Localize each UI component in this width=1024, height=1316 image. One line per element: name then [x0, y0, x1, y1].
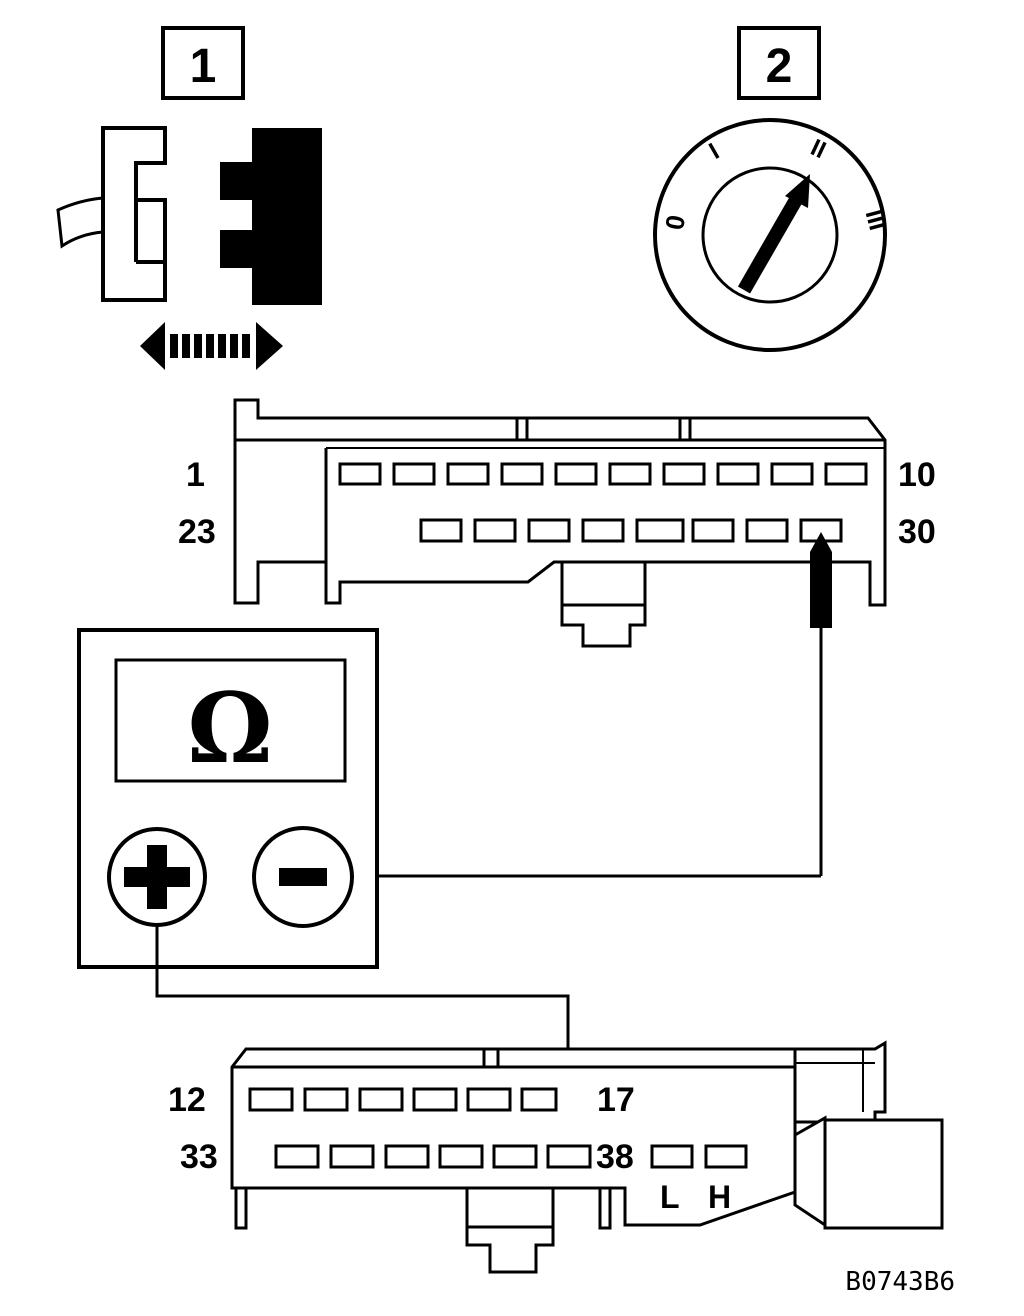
lower-row2-start-label: 33 [180, 1138, 218, 1176]
upper-row1-start-label: 1 [186, 456, 205, 494]
lower-row2-end-label: 38 [596, 1138, 634, 1176]
connector-disconnect-icon [56, 126, 322, 370]
ignition-key-arrow-icon [737, 174, 810, 294]
ignition-switch-icon: 0 I II III [653, 118, 891, 352]
step-2-box: 2 [737, 26, 821, 100]
ignition-position-0: 0 [659, 213, 691, 232]
lower-pin-row-2 [274, 1144, 748, 1169]
lower-row1-start-label: 12 [168, 1081, 206, 1119]
lower-pin-row-1 [248, 1087, 558, 1112]
upper-connector: 1 10 23 30 [178, 398, 936, 648]
positive-terminal-icon [107, 827, 207, 927]
upper-row2-start-label: 23 [178, 513, 216, 551]
pin-l-label: L [660, 1179, 680, 1215]
ohmmeter: Ω [77, 628, 379, 969]
negative-terminal-icon [252, 826, 354, 928]
lower-row1-end-label: 17 [597, 1081, 635, 1119]
step-1-box: 1 [161, 26, 245, 100]
disconnect-arrow-icon [140, 322, 283, 370]
upper-row1-end-label: 10 [898, 456, 936, 494]
upper-row2-end-label: 30 [898, 513, 936, 551]
upper-pin-row-2 [419, 518, 843, 543]
upper-pin-row-1 [338, 462, 868, 486]
ohm-symbol: Ω [187, 672, 272, 785]
lower-connector: 12 17 33 38 L H [168, 1040, 944, 1274]
step-2-label: 2 [766, 40, 793, 93]
pin-h-label: H [708, 1179, 731, 1215]
step-1-label: 1 [190, 40, 217, 93]
negative-probe [355, 532, 832, 878]
figure-code: B0743B6 [845, 1267, 955, 1297]
